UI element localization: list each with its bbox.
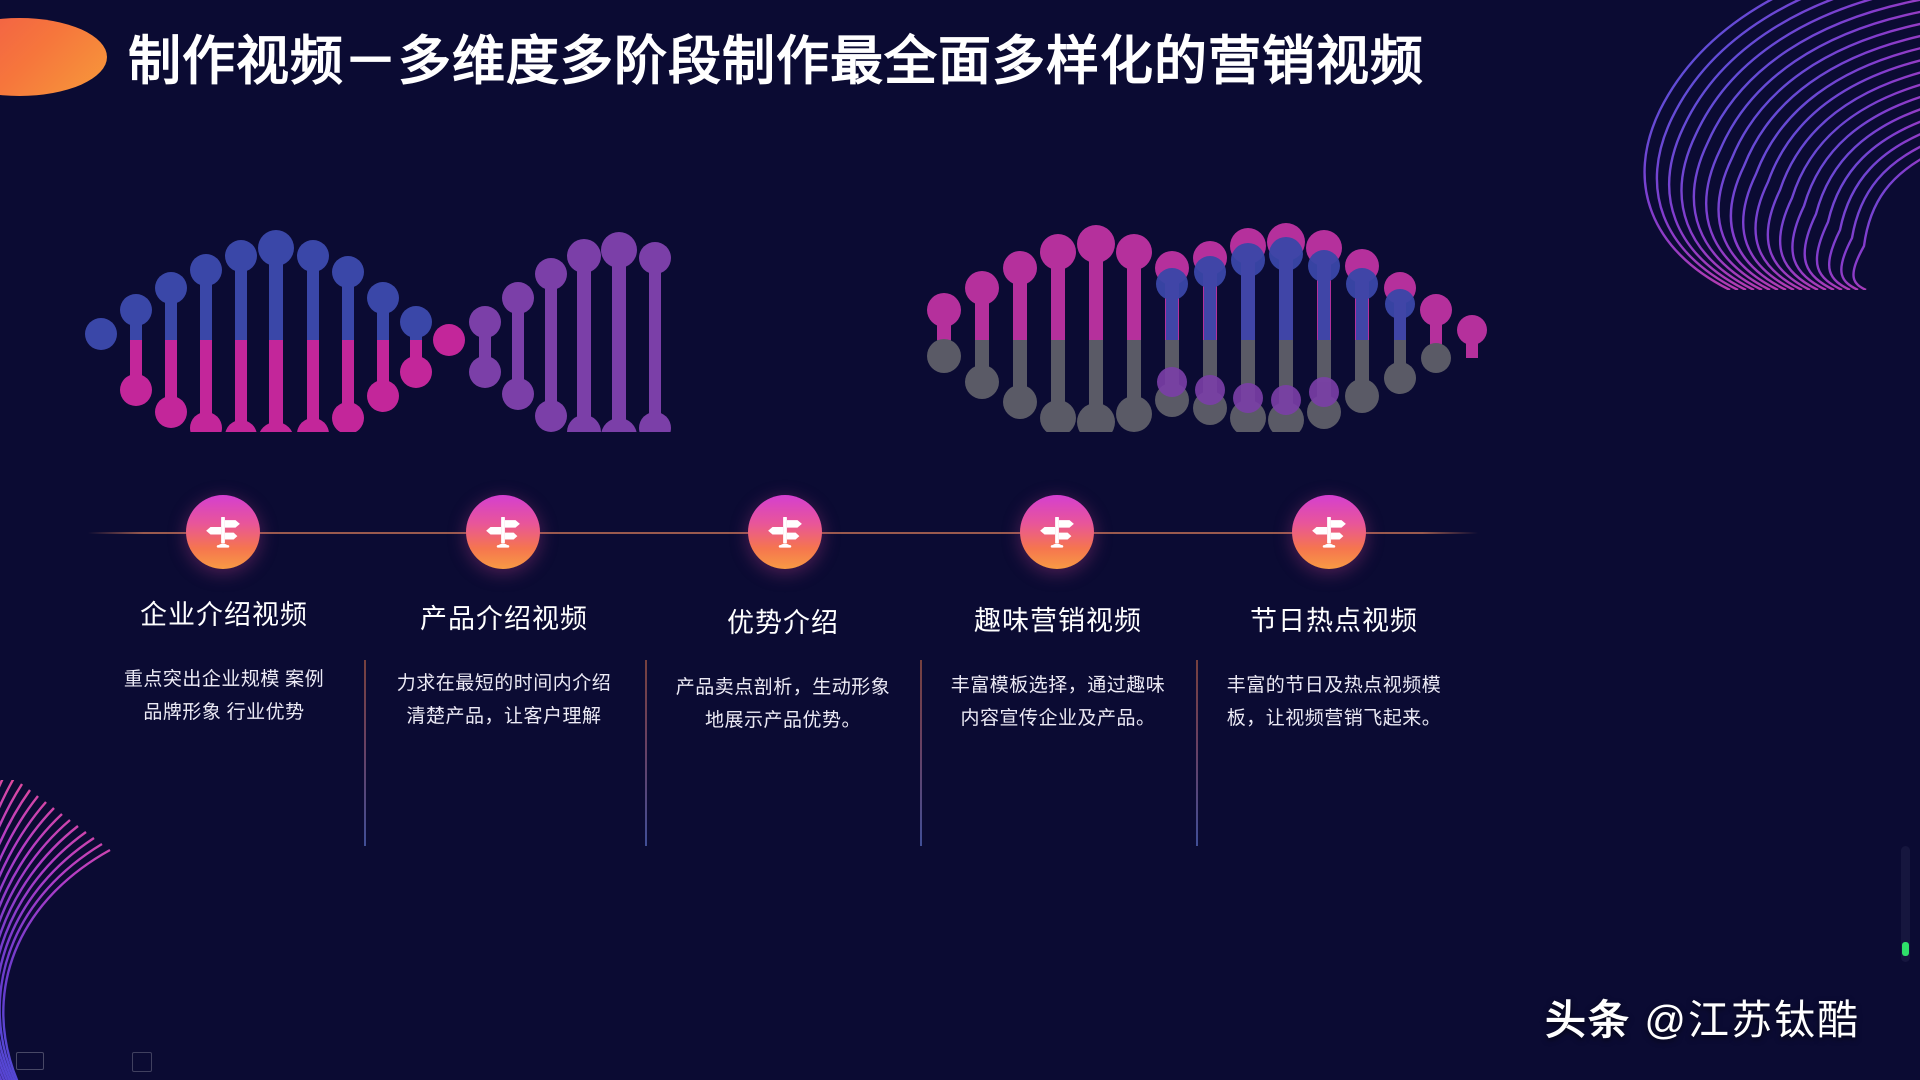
signpost-icon: [206, 517, 240, 548]
timeline-item-4-body-line-2: 内容宣传企业及产品。: [960, 708, 1156, 730]
signpost-icon: [768, 517, 802, 548]
timeline-item-5-body-line-2: 板，让视频营销飞起来。: [1226, 708, 1442, 730]
signpost-icon: [486, 517, 520, 548]
timeline-item-2-body: 力求在最短的时间内介绍 清楚产品，让客户理解: [368, 667, 640, 734]
timeline-item-2-body-line-2: 清楚产品，让客户理解: [406, 706, 602, 728]
column-divider-2: [645, 660, 647, 846]
timeline-item-5-heading: 节日热点视频: [1250, 606, 1418, 636]
timeline-item-5: 节日热点视频 丰富的节日及热点视频模 板，让视频营销飞起来。: [1200, 604, 1468, 736]
column-divider-1: [364, 660, 366, 846]
scrollbar-indicator[interactable]: [1901, 846, 1910, 962]
timeline-item-3-body-line-2: 地展示产品优势。: [704, 710, 861, 732]
timeline-node-1[interactable]: [186, 495, 260, 569]
column-divider-3: [920, 660, 922, 846]
timeline-item-5-body-line-1: 丰富的节日及热点视频模: [1226, 675, 1442, 697]
timeline-item-4-body-line-1: 丰富模板选择，通过趣味: [950, 675, 1166, 697]
timeline-node-5[interactable]: [1292, 495, 1366, 569]
timeline-columns: 企业介绍视频 重点突出企业规模 案例 品牌形象 行业优势 产品介绍视频 力求在最…: [0, 598, 1920, 848]
timeline-item-1-body-line-2: 品牌形象 行业优势: [143, 702, 305, 724]
timeline-node-2[interactable]: [466, 495, 540, 569]
timeline-item-4: 趣味营销视频 丰富模板选择，通过趣味 内容宣传企业及产品。: [924, 604, 1192, 736]
timeline-item-3-body-line-1: 产品卖点剖析，生动形象: [675, 677, 891, 699]
timeline-item-3-body: 产品卖点剖析，生动形象 地展示产品优势。: [648, 671, 918, 738]
timeline-item-1-heading: 企业介绍视频: [140, 600, 308, 630]
timeline-item-3-heading: 优势介绍: [727, 608, 839, 638]
timeline-item-2-body-line-1: 力求在最短的时间内介绍: [396, 673, 612, 695]
left-pin-chart-decoration: [85, 222, 675, 432]
right-pin-chart-decoration: [920, 222, 1500, 432]
page-title: 制作视频－多维度多阶段制作最全面多样化的营销视频: [128, 33, 1424, 91]
timeline-item-4-body: 丰富模板选择，通过趣味 内容宣传企业及产品。: [924, 669, 1192, 736]
bottom-left-glyph-icon: [16, 1052, 44, 1070]
scrollbar-thumb[interactable]: [1902, 942, 1909, 956]
timeline-node-3[interactable]: [748, 495, 822, 569]
column-divider-4: [1196, 660, 1198, 846]
timeline-item-1: 企业介绍视频 重点突出企业规模 案例 品牌形象 行业优势: [88, 598, 360, 730]
timeline-item-5-body: 丰富的节日及热点视频模 板，让视频营销飞起来。: [1200, 669, 1468, 736]
bottom-left-glyph2-icon: [132, 1052, 152, 1072]
timeline-node-4[interactable]: [1020, 495, 1094, 569]
watermark-brand: 头条: [1544, 997, 1631, 1043]
watermark-handle: @江苏钛酷: [1644, 997, 1860, 1043]
timeline-item-2: 产品介绍视频 力求在最短的时间内介绍 清楚产品，让客户理解: [368, 602, 640, 734]
timeline-item-1-body: 重点突出企业规模 案例 品牌形象 行业优势: [88, 663, 360, 730]
timeline-item-1-body-line-1: 重点突出企业规模 案例: [123, 669, 325, 691]
signpost-icon: [1312, 517, 1346, 548]
timeline-item-3: 优势介绍 产品卖点剖析，生动形象 地展示产品优势。: [648, 606, 918, 738]
timeline-item-4-heading: 趣味营销视频: [974, 606, 1142, 636]
timeline-item-2-heading: 产品介绍视频: [420, 604, 588, 634]
signpost-icon: [1040, 517, 1074, 548]
watermark: 头条 @江苏钛酷: [1545, 986, 1860, 1046]
